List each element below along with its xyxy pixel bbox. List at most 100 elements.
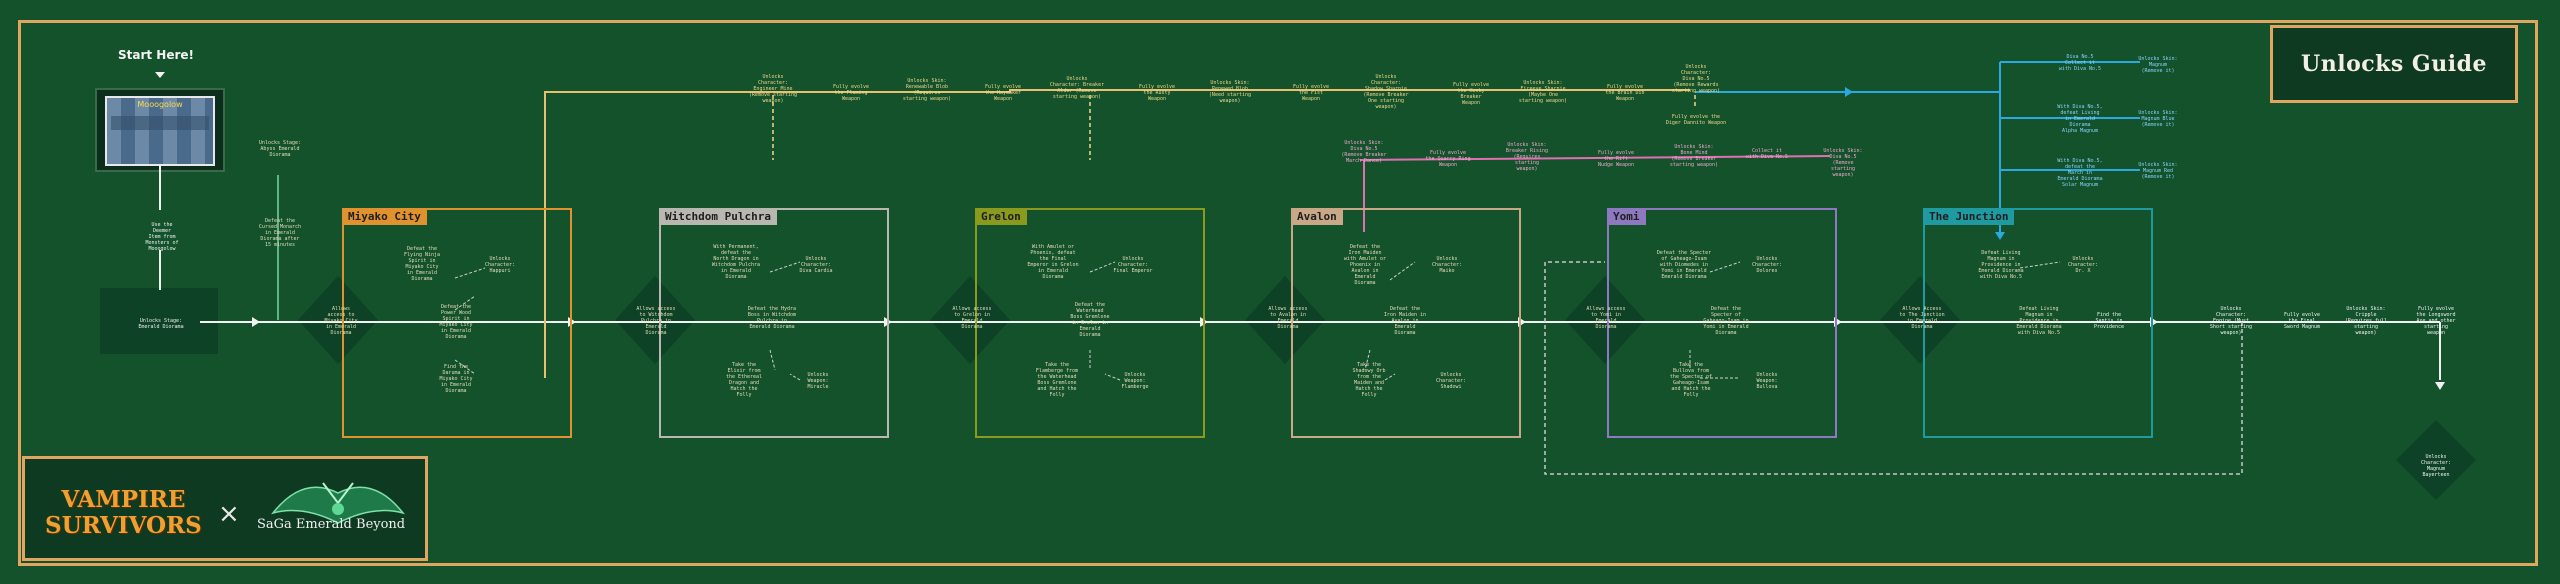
outer-frame	[18, 20, 2538, 566]
stage-preview-row	[111, 116, 209, 130]
note-top-6: Fully evolve the Rusty Weapon	[1138, 84, 1176, 102]
note-avalon-b: Defeat the Iron Maiden in Avalon in Emer…	[1383, 306, 1427, 336]
note-miyako-access: Allows access to Miyako City in Emerald …	[324, 306, 358, 336]
note-witch-a: With Permanent, defeat the North Dragon …	[711, 244, 761, 280]
note-yomi-access: Allows access to Yomi in Emerald Diorama	[1586, 306, 1626, 330]
note-grelon-c: Take the Flamberge from the Waterhead Bo…	[1035, 362, 1079, 398]
note-pink-2: Fully evolve the Quarry Ring Weapon	[1425, 150, 1471, 168]
note-end-final: Unlocks Character: Magnum Bayerteen	[2420, 454, 2452, 478]
note-top-10: Fully evolve the Honky Breaker Weapon	[1452, 82, 1490, 106]
diamond-yomi	[1565, 276, 1645, 364]
branch-dashes	[454, 261, 2061, 381]
area-label-witchdom: Witchdom Pulchra	[659, 208, 777, 225]
note-pink-5: Unlocks Skin: Bone Mind (Remove Breaker …	[1669, 144, 1719, 168]
note-top-11: Unlocks Skin: Fireeye Sharpie (Maybe One…	[1518, 80, 1568, 104]
note-grelon-access: Allows access to Grelon in Emerald Diora…	[952, 306, 992, 330]
note-top-8: Fully evolve the Fist Weapon	[1292, 84, 1330, 102]
note-pink-4: Fully evolve the Rift Nudge Weapon	[1597, 150, 1635, 168]
note-pink-7: Collect it with Diva No.5	[1745, 148, 1789, 160]
start-shadow-box	[100, 288, 218, 354]
area-grelon: Grelon	[975, 208, 1205, 438]
area-miyako-city: Miyako City	[342, 208, 572, 438]
note-pink-3: Unlocks Skin: Breaker Rising (Requires s…	[1505, 142, 1549, 172]
saga-logo-text: SaGa Emerald Beyond	[257, 517, 406, 532]
collab-cross: ×	[218, 499, 240, 529]
note-pink-6: Unlocks Skin: Diva No.5 (Remove starting…	[1823, 148, 1863, 178]
logo-box: VAMPIRE SURVIVORS × SaGa Emerald Beyond	[22, 456, 428, 561]
note-witch-weapon: Unlocks Weapon: Miracle	[807, 372, 829, 390]
note-start-side: Unlocks Stage: Abyss Emerald Diorama	[258, 140, 302, 158]
blue-path	[1695, 61, 2140, 232]
start-stage-card: Mooogolow	[95, 88, 225, 172]
note-top-2: Fully evolve the Flaming Weapon	[832, 84, 870, 102]
note-end-2: Fully evolve the Final Sword Magnum	[2283, 312, 2321, 330]
note-end-4: Fully evolve the Longsword Axe and other…	[2416, 306, 2456, 336]
vs-logo-line1: VAMPIRE	[61, 486, 186, 513]
note-avalon-access: Allows access to Avalon in Emerald Diora…	[1268, 306, 1308, 330]
area-witchdom-pulchra: Witchdom Pulchra	[659, 208, 889, 438]
pink-path	[1359, 155, 1831, 232]
yellow-dashed	[772, 95, 1696, 160]
note-blue-1: Diva No.5 Collect it with Diva No.5	[2058, 54, 2102, 72]
area-label-junction: The Junction	[1923, 208, 2015, 225]
note-blue-5: With Diva No.5, defeat the March in Emer…	[2057, 158, 2103, 188]
note-pink-lead: Unlocks Skin: Diva No.5 (Remove Breaker …	[1341, 140, 1387, 164]
note-witch-unlock: Unlocks Character: Diva Cardia	[799, 256, 833, 274]
note-miyako-b: Defeat the Power Wood Spirit in Miyako C…	[439, 304, 473, 340]
note-blue-2: Unlocks Skin: Magnum (Remove it)	[2138, 56, 2178, 74]
area-yomi: Yomi	[1607, 208, 1837, 438]
diamond-shadows	[100, 276, 2476, 500]
note-junction-access: Allows Access to The Junction in Emerald…	[1899, 306, 1945, 330]
diamond-avalon	[1245, 276, 1325, 364]
note-witch-c: Take the Elixir from the Ethereal Dragon…	[725, 362, 763, 398]
note-avalon-a: Defeat the Iron Maiden with Amulet or Ph…	[1343, 244, 1387, 286]
note-miyako-c: Find the Daruma in Miyako City in Emeral…	[439, 364, 473, 394]
note-blue-4: Unlocks Skin: Magnum Blue (Remove it)	[2138, 110, 2178, 128]
note-top-12: Fully evolve the Brain Din Weapon	[1605, 84, 1645, 102]
note-start-defeat: Use the Deemer Item from Monsters of Moo…	[145, 222, 179, 252]
title-box: Unlocks Guide	[2270, 25, 2518, 103]
page-title: Unlocks Guide	[2301, 51, 2487, 77]
diamond-grelon	[930, 276, 1010, 364]
note-grelon-weapon: Unlocks Weapon: Flamberge	[1121, 372, 1149, 390]
note-miyako-unlock: Unlocks Character: Happuri	[484, 256, 516, 274]
note-witch-b: Defeat the Hydra Boss in Witchdom Pulchr…	[747, 306, 797, 330]
note-grelon-unlock: Unlocks Character: Final Emperor	[1113, 256, 1153, 274]
area-label-avalon: Avalon	[1291, 208, 1343, 225]
start-here-label: Start Here!	[118, 48, 195, 62]
note-top-13b: Fully evolve the Diger Dannito Weapon	[1665, 114, 1727, 126]
note-yomi-unlock: Unlocks Character: Dolores	[1751, 256, 1783, 274]
vs-logo-line2: SURVIVORS	[45, 512, 202, 539]
diamond-final	[2396, 420, 2476, 500]
note-top-7: Unlocks Skin: Renewed Blob (Need startin…	[1208, 80, 1252, 104]
note-end-3: Unlocks Skin: Cripple (Requires full sta…	[2344, 306, 2388, 336]
diamond-miyako	[298, 276, 378, 364]
area-avalon: Avalon	[1291, 208, 1521, 438]
diamond-junction	[1880, 276, 1960, 364]
note-avalon-c: Take the Shadowy Orb from the Maiden and…	[1352, 362, 1386, 398]
note-yomi-c: Take the Bullova from the Specter of Gah…	[1669, 362, 1713, 398]
note-grelon-a: With Amulet or Phoenix, defeat the Final…	[1027, 244, 1079, 280]
note-witch-access: Allows access to Witchdom Pulchra in Eme…	[636, 306, 676, 336]
note-blue-6: Unlocks Skin: Magnum Red (Remove it)	[2138, 162, 2178, 180]
note-miyako-a: Defeat the Flying Ninja Spirit in Miyako…	[403, 246, 441, 282]
note-yomi-b: Defeat the Specter of Gaheago-Isam in Yo…	[1703, 306, 1749, 336]
note-junction-find: Find the Santis in Providence	[2093, 312, 2125, 330]
note-top-5: Unlocks Character: Breaker Alder (Remove…	[1049, 76, 1105, 100]
area-label-miyako: Miyako City	[342, 208, 427, 225]
note-avalon-unlock: Unlocks Character: Maiko	[1431, 256, 1463, 274]
note-top-4: Fully evolve the Haymaker Weapon	[984, 84, 1022, 102]
area-label-grelon: Grelon	[975, 208, 1027, 225]
note-top-3: Unlocks Skin: Renewable Blob (Requires s…	[902, 78, 952, 102]
note-yomi-a: Defeat the Specter of Gaheago-Isam with …	[1656, 250, 1712, 280]
diamond-witchdom	[615, 276, 695, 364]
saga-emblem-icon	[271, 482, 405, 524]
stage-name: Mooogolow	[137, 100, 183, 109]
note-start-side2: Defeat the Cursed Monarch in Emerald Dio…	[258, 218, 302, 248]
note-end-1: Unlocks Character: Engine (Must Short st…	[2209, 306, 2253, 336]
note-yomi-weapon: Unlocks Weapon: Bullova	[1756, 372, 1778, 390]
note-blue-3: With Diva No.5, defeat Living in Emerald…	[2057, 104, 2103, 134]
note-top-9: Unlocks Character: Shadow Sharpie (Remov…	[1363, 74, 1409, 110]
